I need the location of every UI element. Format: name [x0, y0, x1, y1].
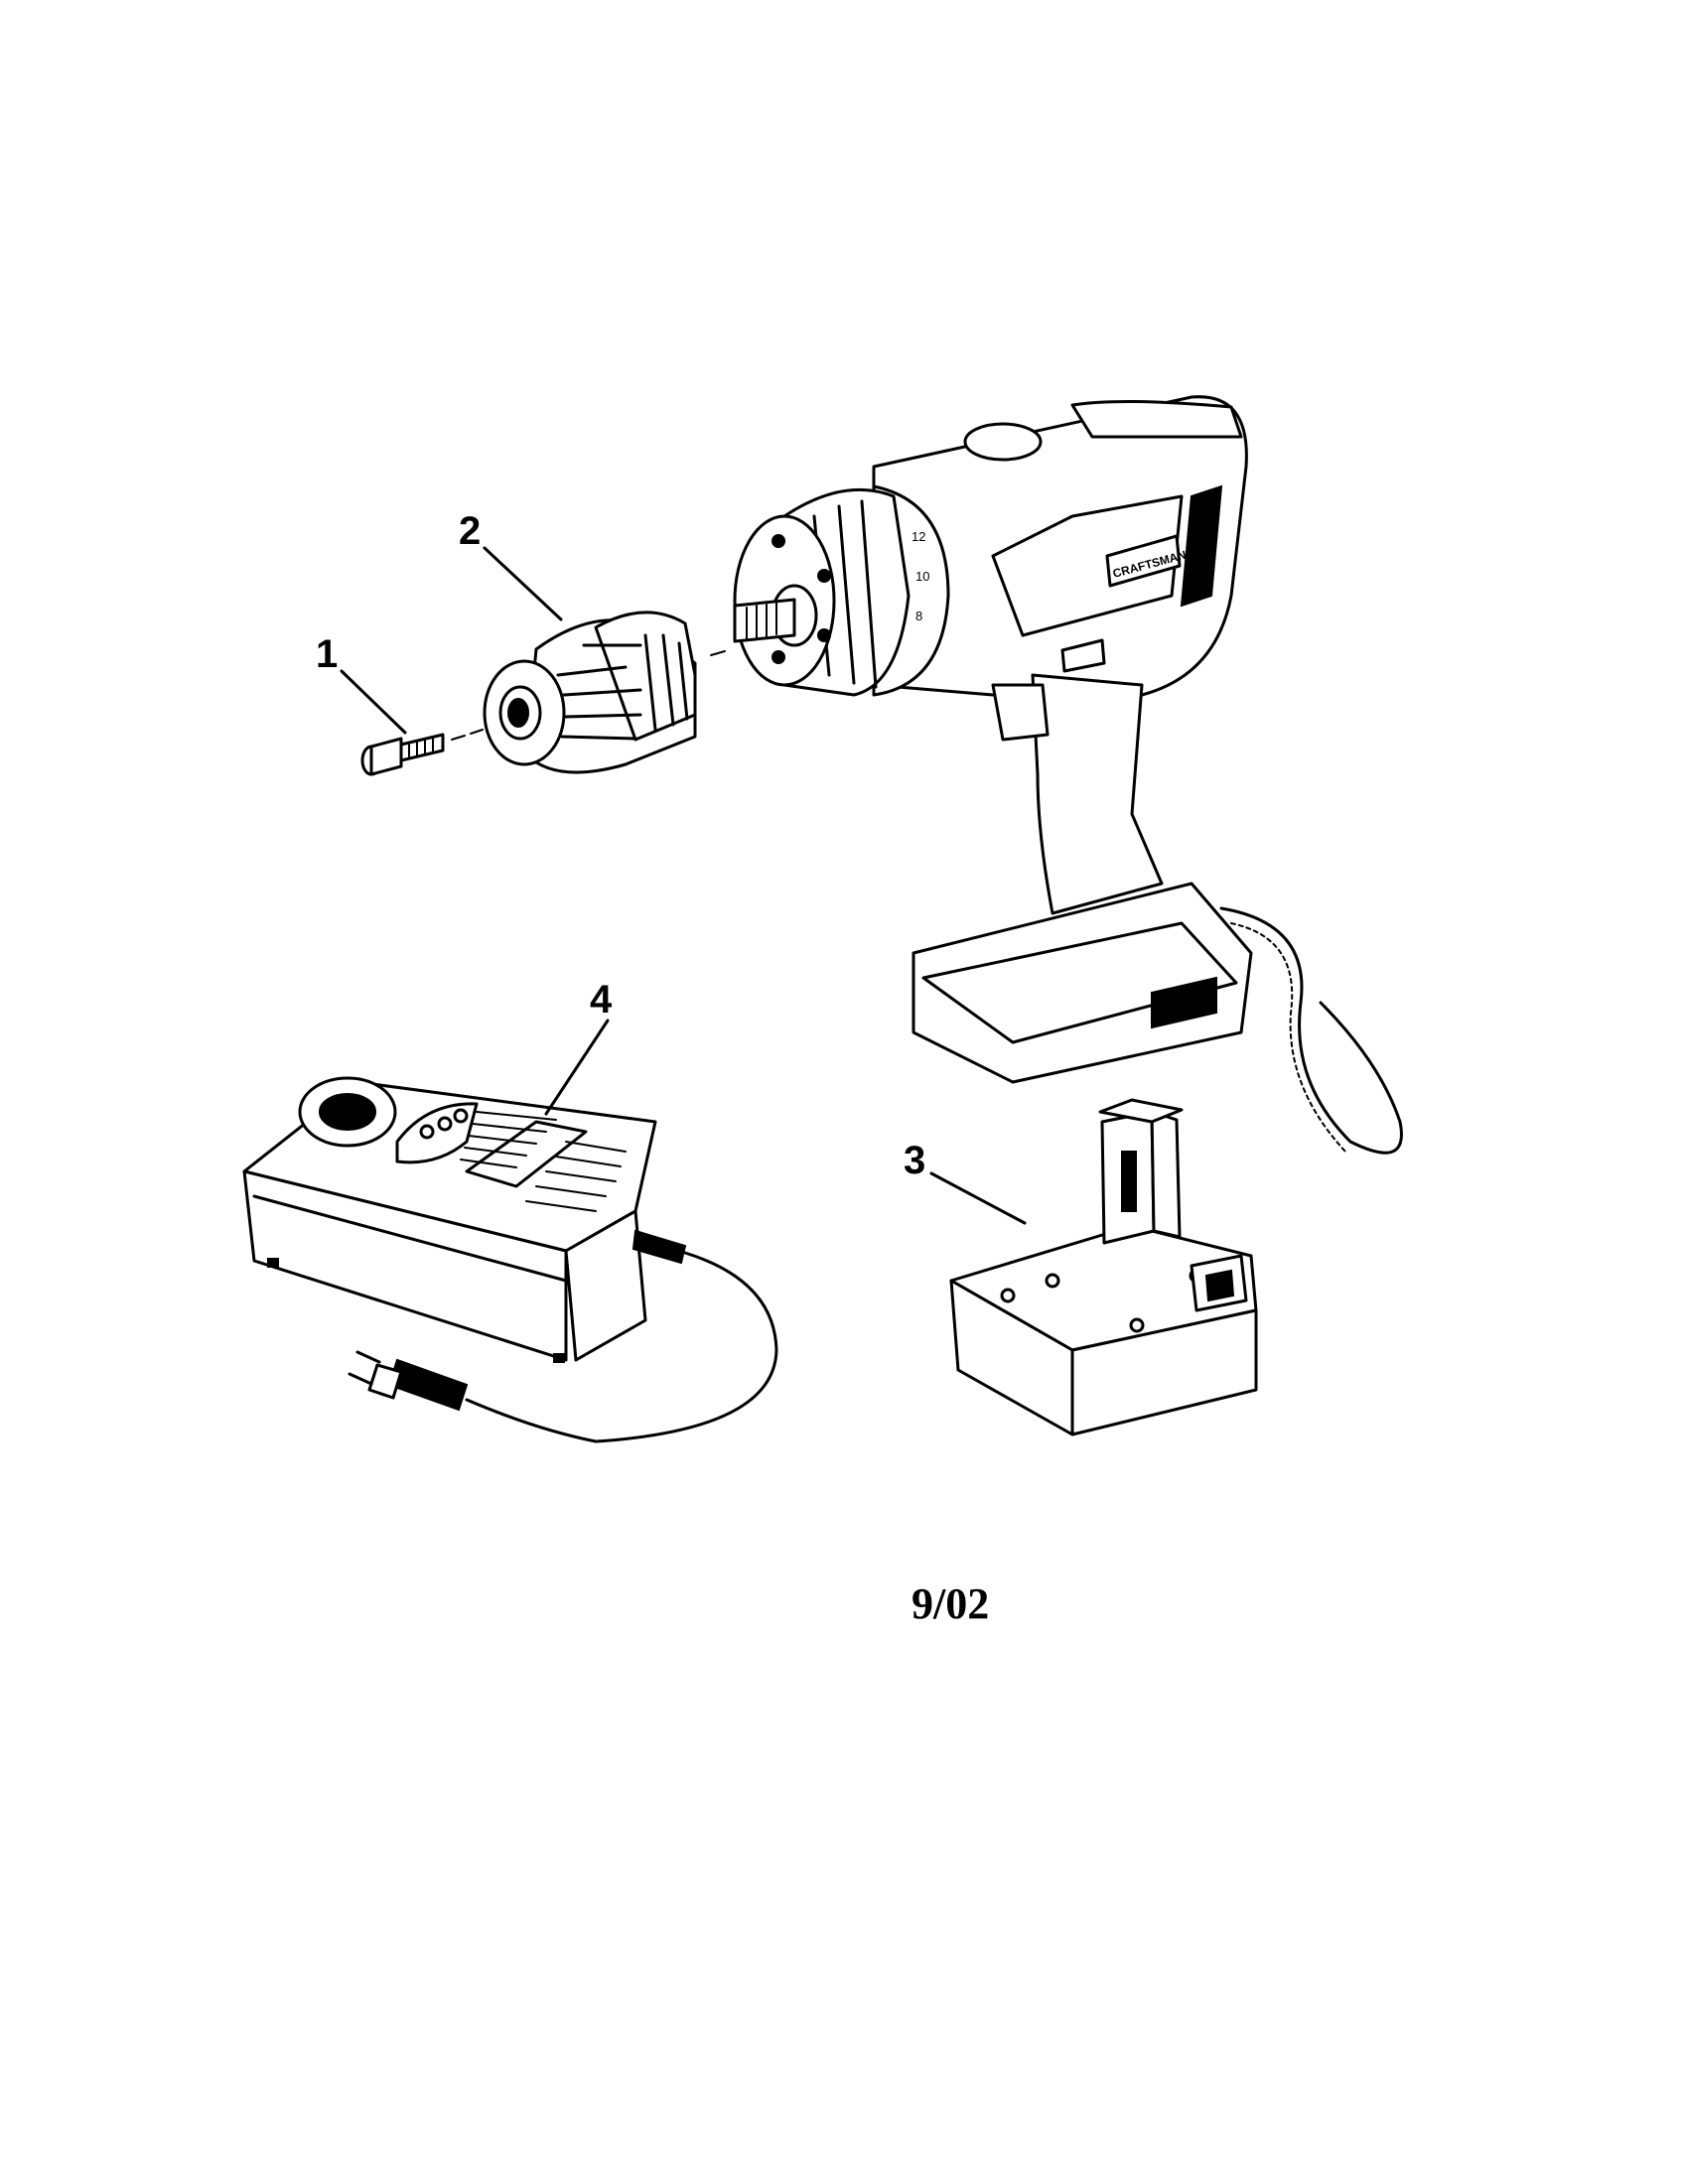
callout-2: 2 [459, 509, 481, 553]
chuck-icon [483, 611, 726, 774]
clutch-number-8: 8 [915, 609, 922, 623]
callout-3: 3 [904, 1139, 925, 1182]
callouts: 1 2 3 4 [316, 509, 1027, 1225]
screw-icon [360, 729, 484, 776]
charger-vents [460, 1111, 627, 1212]
drill-body: CRAFTSMAN 12 10 8 [733, 395, 1403, 1155]
callout-1: 1 [316, 632, 338, 676]
clutch-number-12: 12 [912, 529, 925, 544]
clutch-number-10: 10 [915, 569, 929, 584]
callout-4: 4 [590, 978, 613, 1022]
charger-icon [242, 1076, 778, 1443]
revision-date: 9/02 [912, 1579, 989, 1628]
battery-pack-icon [949, 1098, 1258, 1436]
